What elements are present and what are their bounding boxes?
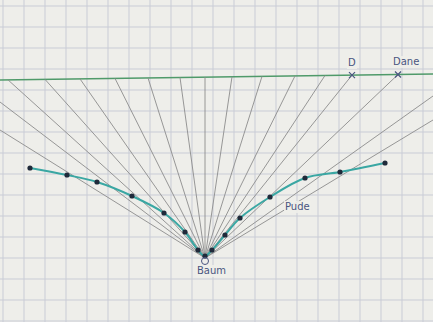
grid-line [0, 6, 433, 7]
grid-line [0, 216, 433, 217]
plot-dot [94, 179, 99, 184]
plot-dot [195, 247, 200, 252]
grid-line [0, 48, 433, 49]
tree-mark [202, 258, 209, 265]
grid-line [0, 321, 433, 322]
sight-line [205, 77, 206, 258]
plot-dot [222, 232, 227, 237]
plot-dot [64, 172, 69, 177]
sight-line [0, 102, 205, 258]
sight-line [205, 75, 325, 258]
grid-line [0, 69, 433, 70]
plot-dot [27, 165, 32, 170]
plot-dot [337, 169, 342, 174]
grid-line [0, 111, 433, 112]
plot-dot [182, 229, 187, 234]
grid-line [0, 27, 433, 28]
grid-line [0, 195, 433, 196]
cross-mark [395, 71, 401, 77]
plot-dot [209, 247, 214, 252]
sight-line [115, 78, 205, 258]
point-label: D [347, 57, 357, 69]
sight-line [45, 79, 205, 258]
sight-lines [0, 74, 433, 258]
plot-dot [267, 194, 272, 199]
sight-line [205, 75, 352, 258]
grid-line [0, 258, 433, 259]
sight-line [148, 78, 205, 258]
sight-line [0, 130, 205, 258]
plot-dot [237, 215, 242, 220]
grid-line [0, 279, 433, 280]
plot-dot [382, 160, 387, 165]
cross-mark [349, 72, 355, 78]
base-line [0, 74, 433, 80]
sight-line [205, 120, 433, 258]
sight-line [180, 78, 205, 258]
tree-label: Baum [196, 265, 227, 277]
plot-dot [129, 193, 134, 198]
curve [30, 163, 385, 256]
curve-label: Pude [284, 201, 311, 213]
grid-line [0, 300, 433, 301]
sight-line [80, 79, 205, 258]
sight-line [205, 96, 433, 258]
point-label: Dane [392, 56, 420, 68]
grid-line [0, 90, 433, 91]
plot-dot [161, 210, 166, 215]
grid-line [0, 237, 433, 238]
grid-line [0, 153, 433, 154]
plot-dot [302, 175, 307, 180]
